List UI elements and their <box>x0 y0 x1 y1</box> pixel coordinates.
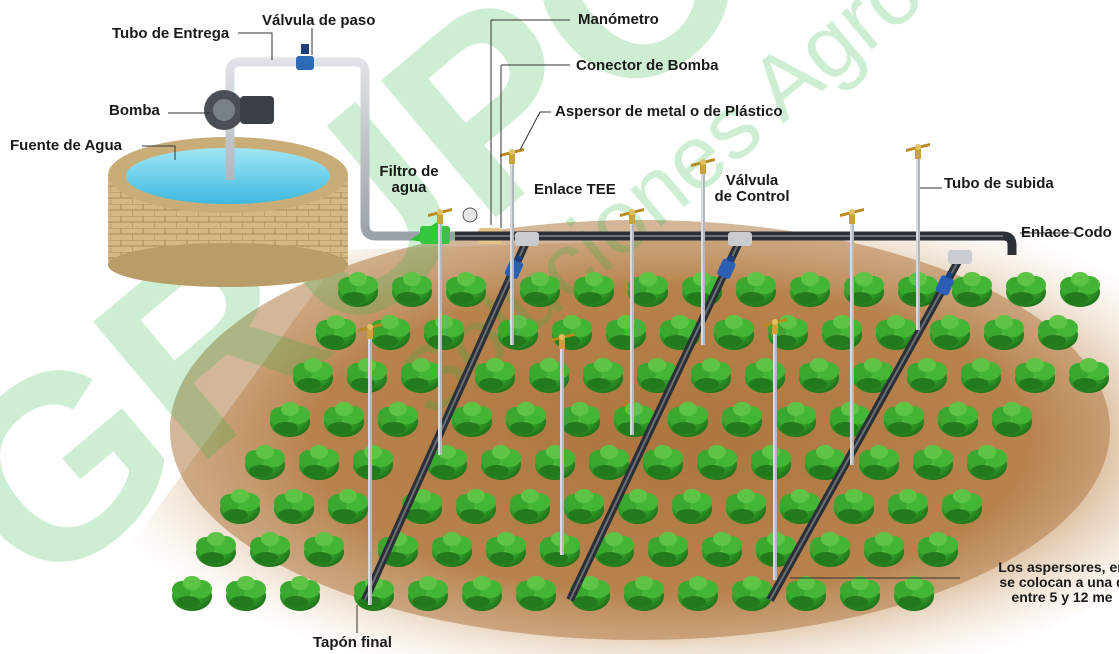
label-valvula-control: Válvula de Control <box>706 173 798 205</box>
tee-fitting-1 <box>515 232 539 246</box>
label-bomba: Bomba <box>109 103 160 119</box>
label-enlace-tee: Enlace TEE <box>534 182 616 198</box>
label-enlace-codo: Enlace Codo <box>1021 225 1112 241</box>
label-aspersor: Aspersor de metal o de Plástico <box>555 104 783 120</box>
label-conector-bomba: Conector de Bomba <box>576 58 719 74</box>
spacing-note-line1: Los aspersores, en <box>962 560 1119 575</box>
spacing-note: Los aspersores, en se colocan a una d en… <box>962 560 1119 605</box>
label-tubo-subida: Tubo de subida <box>944 176 1054 192</box>
spacing-note-line3: entre 5 y 12 me <box>962 590 1119 605</box>
tee-fitting-3 <box>948 250 972 264</box>
label-fuente-agua: Fuente de Agua <box>10 138 122 154</box>
label-valvula-paso: Válvula de paso <box>262 13 375 29</box>
label-valvula-control-line2: de Control <box>706 189 798 205</box>
tee-fitting-2 <box>728 232 752 246</box>
shutoff-valve-icon <box>296 56 314 70</box>
label-filtro-line1: Filtro de <box>374 164 444 180</box>
label-valvula-control-line1: Válvula <box>706 173 798 189</box>
label-manometro: Manómetro <box>578 12 659 28</box>
label-tubo-entrega: Tubo de Entrega <box>112 26 229 42</box>
sprinkler-head-9 <box>906 143 930 159</box>
label-tapon-final: Tapón final <box>313 635 392 651</box>
pressure-gauge-icon <box>463 208 477 222</box>
spacing-note-line2: se colocan a una d <box>962 575 1119 590</box>
label-filtro-line2: agua <box>374 180 444 196</box>
label-filtro-agua: Filtro de agua <box>374 164 444 196</box>
sprinkler-head-7 <box>840 208 864 224</box>
